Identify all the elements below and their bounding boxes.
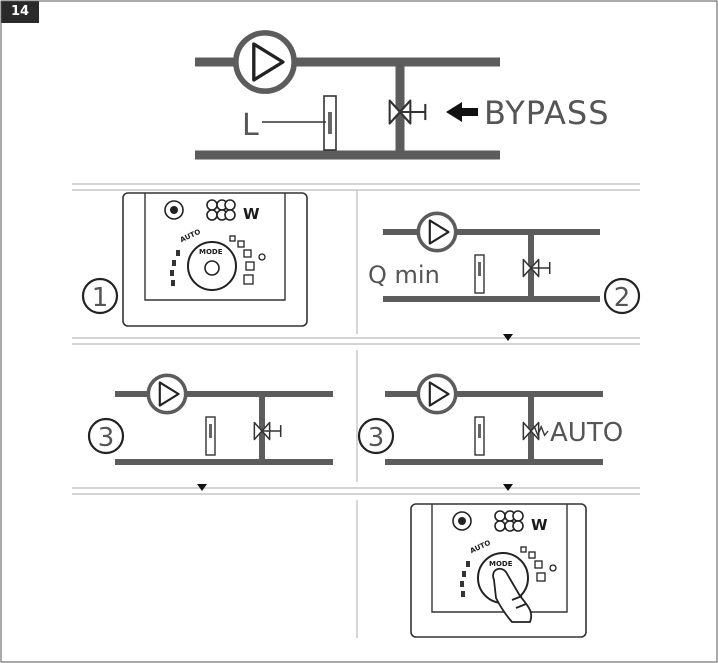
step-number: 1: [92, 283, 109, 313]
down-arrow-icon: [197, 484, 207, 491]
pump-icon: [416, 373, 458, 415]
level-label: L: [242, 108, 259, 143]
level-gauge-indicator: [328, 112, 332, 134]
panel-4-control-unit-press: W MODE AUTO: [410, 503, 587, 638]
pump-icon: [416, 211, 458, 253]
panel-3-manual: 3: [87, 373, 333, 465]
auto-valve-label: AUTO: [550, 418, 623, 448]
control-unit-display-frame: [431, 504, 568, 613]
fan-icon: [206, 199, 236, 221]
bypass-valve-icon: [253, 421, 282, 441]
panel-2-min-flow: Q min 2: [368, 211, 641, 315]
pump-icon: [236, 33, 294, 91]
fan-icon: [494, 510, 524, 532]
bypass-valve-icon: [522, 258, 551, 278]
mode-label: MODE: [199, 248, 223, 256]
level-indicator-icons: [520, 546, 546, 582]
figure-number-badge: 14: [1, 1, 39, 23]
speed-indicator-icons: [170, 250, 180, 286]
down-arrow-icon: [503, 484, 513, 491]
control-unit-display-frame: [144, 193, 286, 301]
top-bypass-diagram: L BYPASS: [195, 33, 610, 160]
finger-pointer-icon: [492, 567, 533, 623]
bypass-label: BYPASS: [484, 94, 610, 132]
bypass-valve-icon: [388, 99, 427, 125]
step-number: 3: [98, 423, 115, 453]
speed-indicator-icons: [460, 561, 470, 597]
step-badge-2: [603, 277, 641, 315]
panel-label-w: W: [243, 205, 260, 223]
arrow-left-icon: [446, 102, 478, 122]
pump-icon: [146, 373, 188, 415]
step-number: 2: [614, 283, 631, 313]
min-flow-label: Q min: [368, 261, 440, 289]
step-badge-3: [357, 417, 395, 455]
panel-1-control-unit: W MODE AUTO 1: [81, 192, 308, 327]
auto-valve-icon: [522, 421, 549, 441]
panel-3-auto: AUTO 3: [357, 373, 623, 465]
level-indicator-icons: [229, 235, 255, 285]
step-badge-3: [87, 417, 125, 455]
step-number: 3: [368, 423, 385, 453]
mode-label: MODE: [489, 560, 513, 568]
panel-label-w: W: [531, 516, 548, 534]
down-arrow-icon: [503, 334, 513, 341]
step-badge-1: [81, 277, 119, 315]
